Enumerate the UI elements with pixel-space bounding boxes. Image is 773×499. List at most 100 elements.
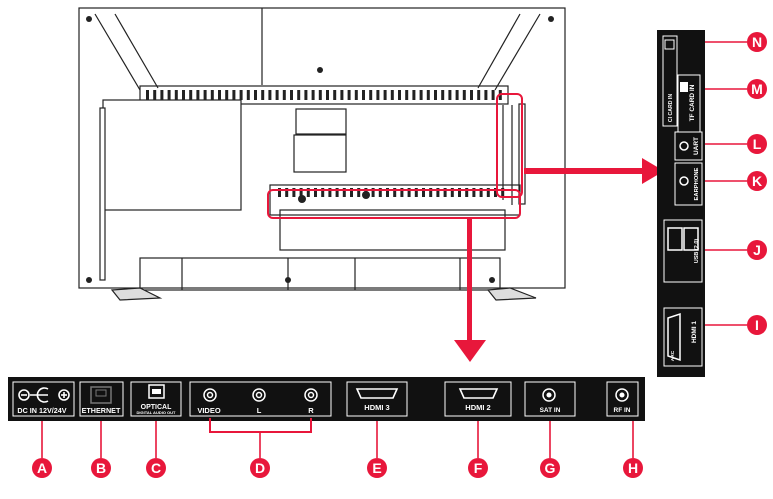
callout-marker <box>747 315 767 335</box>
vent-slot <box>357 188 361 197</box>
vent-slot <box>314 188 317 197</box>
connector-arrows <box>454 158 664 362</box>
callout-marker <box>623 458 643 478</box>
vent-slot <box>292 188 296 197</box>
callout-letter: A <box>37 460 47 476</box>
vent-slot <box>501 188 505 197</box>
port-label: HDMI 2 <box>465 403 490 412</box>
vent-slot <box>290 90 293 100</box>
vent-slot <box>174 90 178 100</box>
port-label: R <box>308 406 314 415</box>
vent-slot <box>282 90 286 100</box>
vent-slot <box>398 90 401 100</box>
callout-marker <box>146 458 166 478</box>
vent-slot <box>429 188 433 197</box>
vent-slot <box>400 188 404 197</box>
vent-slot <box>275 90 279 100</box>
vent-slot <box>189 90 193 100</box>
vent-slot <box>494 188 497 197</box>
port-label: HDMI 3 <box>364 403 389 412</box>
vent-slot <box>407 188 411 197</box>
port-label: RF IN <box>614 407 631 414</box>
vent-slot <box>412 90 416 100</box>
callout-marker <box>747 79 767 99</box>
vent-slot <box>434 90 437 100</box>
vent-slot <box>210 90 214 100</box>
port-label: TF CARD IN <box>689 84 696 121</box>
vent-slot <box>318 90 322 100</box>
bottom-port-panel <box>8 377 645 421</box>
port-label: OPTICAL <box>141 404 172 411</box>
port-label: CI CARD IN <box>668 94 674 122</box>
vent-slot <box>354 90 358 100</box>
vent-slot <box>246 90 250 100</box>
vent-slot <box>491 90 495 100</box>
vent-slot <box>146 90 149 100</box>
vent-slot <box>218 90 221 100</box>
callout-letter: N <box>752 34 762 50</box>
vent-slot <box>479 188 483 197</box>
vent-slot <box>470 90 473 100</box>
vent-slot <box>376 90 380 100</box>
vent-slot <box>441 90 445 100</box>
vent-slot <box>335 188 339 197</box>
callout-letter: F <box>474 460 483 476</box>
port-label: UART <box>693 137 700 155</box>
vent-slot <box>304 90 308 100</box>
port-label: DIGITAL AUDIO OUT <box>136 410 176 415</box>
vent-slot <box>443 188 447 197</box>
vent-slot <box>333 90 337 100</box>
vent-slot <box>472 188 476 197</box>
vent-slot <box>342 188 346 197</box>
vent-slot <box>448 90 452 100</box>
vent-slot <box>225 90 229 100</box>
vent-slot <box>182 90 185 100</box>
vent-slot <box>232 90 236 100</box>
callout-marker <box>367 458 387 478</box>
vent-slot <box>350 188 353 197</box>
vent-slot <box>239 90 243 100</box>
port-label: SAT IN <box>540 407 561 414</box>
vent-slot <box>278 188 281 197</box>
vent-slot <box>393 188 397 197</box>
callout-letter: K <box>752 173 762 189</box>
port-label: HDMI 1 <box>691 321 698 343</box>
vent-slot <box>484 90 488 100</box>
vent-slot <box>306 188 310 197</box>
vent-slot <box>326 90 329 100</box>
vent-slot <box>364 188 368 197</box>
port-label: ARC <box>670 350 676 361</box>
callout-letter: G <box>545 460 556 476</box>
callout-letter: D <box>255 460 265 476</box>
vent-slot <box>167 90 171 100</box>
callout-letter: I <box>755 317 759 333</box>
vent-slot <box>419 90 423 100</box>
callout-letter: E <box>372 460 381 476</box>
vent-slot <box>477 90 481 100</box>
highlight-outlines <box>267 93 523 219</box>
callout-marker <box>747 240 767 260</box>
callout-marker <box>91 458 111 478</box>
port-label: VIDEO <box>197 406 221 415</box>
vent-slot <box>285 188 289 197</box>
vent-slot <box>369 90 373 100</box>
callout-lines <box>41 41 747 458</box>
port-label: EARPHONE <box>694 167 700 200</box>
callout-marker <box>468 458 488 478</box>
vent-slot <box>426 90 430 100</box>
vent-slot <box>203 90 207 100</box>
callout-letter: C <box>151 460 161 476</box>
vent-slot <box>414 188 418 197</box>
vent-slot <box>458 188 461 197</box>
callout-letter: J <box>753 242 761 258</box>
vent-slot <box>347 90 351 100</box>
vent-slot <box>371 188 375 197</box>
callout-marker <box>747 32 767 52</box>
vent-slot <box>462 90 466 100</box>
vent-slot <box>486 188 490 197</box>
callout-marker <box>747 171 767 191</box>
vent-slot <box>386 188 389 197</box>
